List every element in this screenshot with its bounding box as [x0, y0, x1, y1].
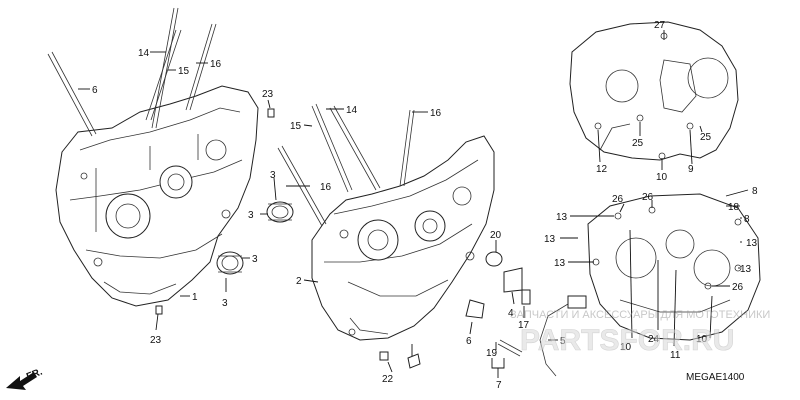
callout-3: 3 — [222, 298, 228, 309]
diagram-code: MEGAE1400 — [686, 372, 745, 383]
callout-16: 16 — [430, 108, 442, 119]
callout-3: 3 — [252, 254, 258, 265]
callout-19: 19 — [486, 348, 498, 359]
callout-13: 13 — [554, 258, 566, 269]
callout-17: 17 — [518, 320, 530, 331]
bearing-left-upper — [266, 201, 294, 223]
front-direction-arrow-icon: FR. — [6, 366, 44, 390]
sensor-parts — [379, 251, 587, 377]
callout-18: 18 — [728, 202, 740, 213]
callout-3: 3 — [248, 210, 254, 221]
callout-13: 13 — [740, 264, 752, 275]
watermark: ЗАПЧАСТИ И АКСЕССУАРЫ ДЛЯ МОТОТЕХНИКИ PA… — [510, 309, 770, 357]
callout-14: 14 — [138, 48, 150, 59]
callout-10: 10 — [696, 334, 708, 345]
callout-6: 6 — [466, 336, 472, 347]
callout-11: 11 — [670, 350, 681, 361]
callout-14: 14 — [346, 105, 358, 116]
callout-6: 6 — [92, 85, 98, 96]
callout-23: 23 — [262, 89, 274, 100]
watermark-text-1: ЗАПЧАСТИ И АКСЕССУАРЫ ДЛЯ МОТОТЕХНИКИ — [510, 309, 770, 321]
callout-13: 13 — [556, 212, 568, 223]
callout-2: 2 — [296, 276, 302, 287]
callout-4: 4 — [508, 308, 514, 319]
callout-26: 26 — [642, 192, 654, 203]
right-crankcase[interactable] — [311, 135, 495, 341]
callout-3: 3 — [270, 170, 276, 181]
callout-20: 20 — [490, 230, 502, 241]
bearing-left-lower — [216, 251, 244, 275]
callout-24: 24 — [648, 334, 660, 345]
callout-16: 16 — [320, 182, 332, 193]
callout-26: 26 — [732, 282, 744, 293]
gasket-upper[interactable] — [569, 21, 739, 161]
callout-12: 12 — [596, 164, 608, 175]
watermark-text-2: PARTSFOR.RU — [520, 324, 734, 357]
callout-22: 22 — [382, 374, 394, 385]
right-studs — [277, 103, 415, 227]
callout-10: 10 — [656, 172, 668, 183]
callout-27: 27 — [654, 20, 666, 31]
callout-13: 13 — [544, 234, 556, 245]
callout-10: 10 — [620, 342, 632, 353]
callout-9: 9 — [688, 164, 694, 175]
callout-25: 25 — [700, 132, 712, 143]
callout-23: 23 — [150, 335, 162, 346]
callout-13: 13 — [746, 238, 758, 249]
callout-labels: 14 15 16 6 23 1 23 3 3 3 3 14 15 16 16 2… — [92, 20, 758, 391]
callout-15: 15 — [290, 121, 302, 132]
callout-16: 16 — [210, 59, 222, 70]
callout-15: 15 — [178, 66, 190, 77]
callout-8: 8 — [752, 186, 758, 197]
front-direction-label: FR. — [25, 366, 44, 382]
left-crankcase[interactable] — [55, 85, 259, 307]
callout-8: 8 — [744, 214, 750, 225]
callout-1: 1 — [192, 292, 198, 303]
callout-5: 5 — [560, 336, 566, 347]
callout-26: 26 — [612, 194, 624, 205]
callout-25: 25 — [632, 138, 644, 149]
callout-7: 7 — [496, 380, 502, 391]
leader-lines — [78, 30, 749, 378]
left-studs — [47, 7, 275, 315]
